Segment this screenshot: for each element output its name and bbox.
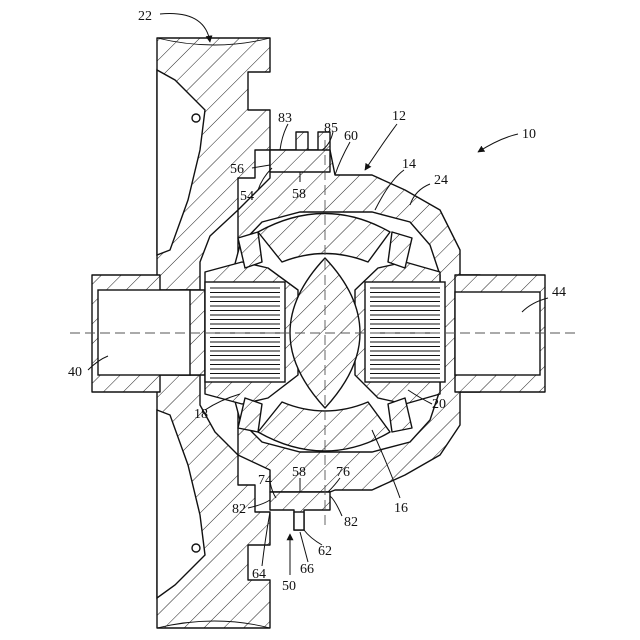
left-axle	[92, 275, 205, 392]
label-50: 50	[282, 579, 296, 594]
label-10: 10	[522, 127, 536, 142]
label-24: 24	[434, 173, 448, 188]
ring-bottom	[270, 492, 330, 530]
label-20: 20	[432, 397, 446, 412]
label-58-top: 58	[292, 187, 306, 202]
label-82-left: 82	[232, 502, 246, 517]
label-56: 56	[230, 162, 244, 177]
label-66: 66	[300, 562, 314, 577]
label-60: 60	[344, 129, 358, 144]
label-83: 83	[278, 111, 292, 126]
label-64: 64	[252, 567, 266, 582]
label-58-bottom: 58	[292, 465, 306, 480]
label-85: 85	[324, 121, 338, 136]
label-62: 62	[318, 544, 332, 559]
label-54: 54	[240, 189, 254, 204]
label-22: 22	[138, 9, 152, 24]
label-82-right: 82	[344, 515, 358, 530]
right-axle	[455, 275, 545, 392]
ring-top	[270, 132, 330, 172]
label-12: 12	[392, 109, 406, 124]
label-76: 76	[336, 465, 350, 480]
label-18: 18	[194, 407, 208, 422]
label-44: 44	[552, 285, 566, 300]
label-16: 16	[394, 501, 408, 516]
label-40: 40	[68, 365, 82, 380]
label-14: 14	[402, 157, 416, 172]
label-74: 74	[258, 473, 272, 488]
